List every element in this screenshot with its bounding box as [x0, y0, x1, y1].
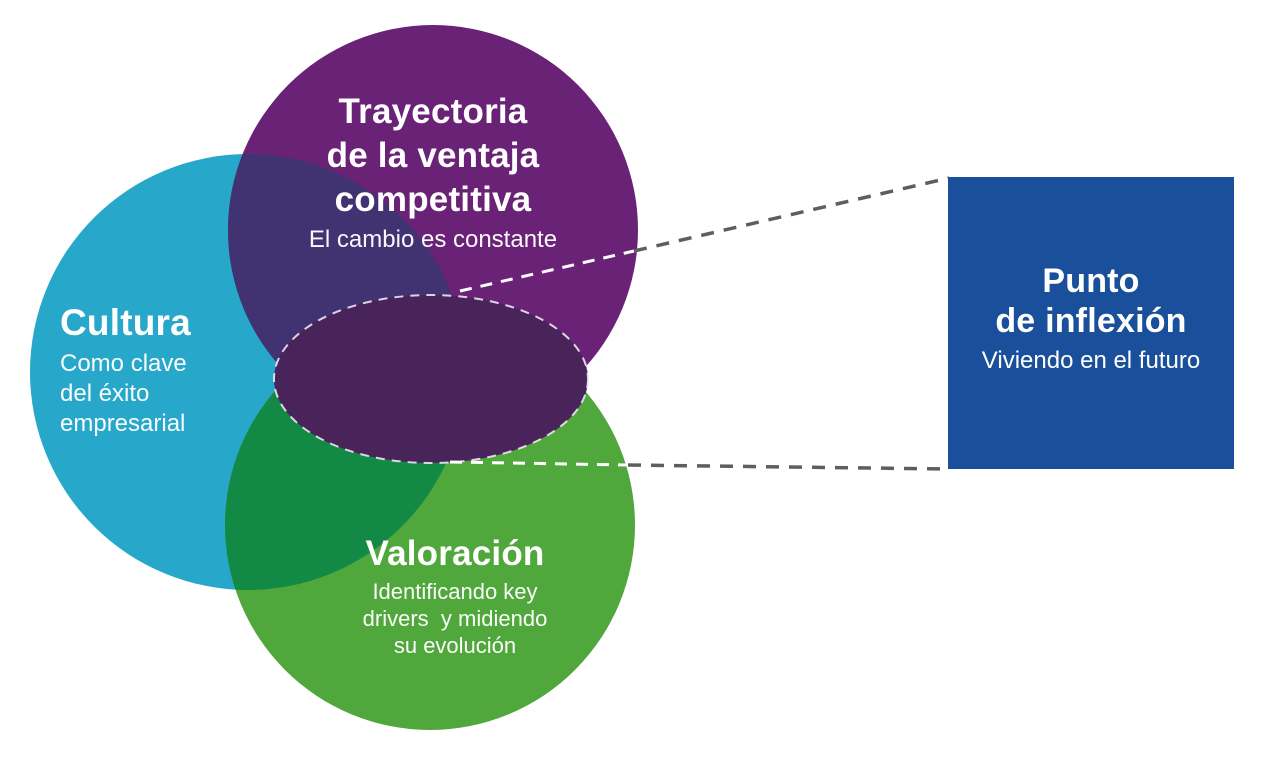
trayectoria-title-line-1: Trayectoria [338, 92, 528, 131]
cultura-subtitle-line-3: empresarial [60, 410, 186, 437]
callout-title-line-1: Punto [1042, 261, 1140, 300]
cultura-title: Cultura [60, 302, 191, 343]
callout-subtitle: Viviendo en el futuro [981, 346, 1201, 374]
cultura-subtitle-line-2: del éxito [60, 380, 150, 407]
valoracion-title: Valoración [365, 534, 545, 573]
connector-top-line-inner [459, 249, 635, 293]
connector-bottom-line-inner [449, 460, 629, 467]
punto-inflexion-callout: Punto de inflexión Viviendo en el futuro [948, 177, 1234, 469]
valoracion-label: Valoración Identificando key drivers y m… [290, 533, 620, 659]
cultura-label: Cultura Como clave del éxito empresarial [60, 302, 295, 439]
connector-top-line-outer [633, 176, 950, 253]
trayectoria-title-line-3: competitiva [334, 180, 532, 219]
cultura-subtitle-line-1: Como clave [60, 350, 187, 377]
valoracion-subtitle-line-1: Identificando key [372, 579, 538, 604]
trayectoria-label: Trayectoria de la ventaja competitiva El… [213, 90, 653, 255]
center-intersection-ellipse [273, 294, 589, 464]
trayectoria-title-line-2: de la ventaja [326, 136, 540, 175]
callout-title-line-2: de inflexión [995, 301, 1187, 340]
valoracion-subtitle-line-2: drivers y midiendo [362, 606, 548, 631]
valoracion-subtitle-line-3: su evolución [393, 633, 517, 658]
trayectoria-subtitle: El cambio es constante [308, 226, 558, 253]
connector-bottom-line-outer [627, 463, 950, 471]
